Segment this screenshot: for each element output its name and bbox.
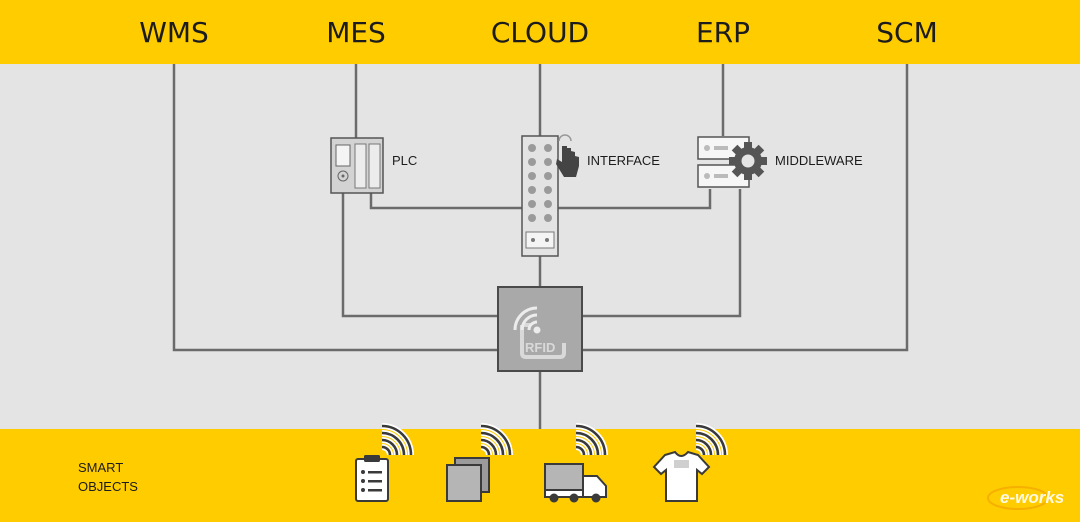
interface-middleware-link [558,189,712,210]
interface-device: INTERFACE [521,134,660,257]
smart-objects-label-line1: SMART [78,460,123,475]
clipboard-icon [355,426,411,502]
box-icon [446,426,510,502]
middleware-device: MIDDLEWARE [697,136,863,188]
middleware-rfid-link [582,189,742,318]
system-label-wms: WMS [139,16,209,49]
smart-objects-label-line2: OBJECTS [78,479,138,494]
gear-icon [729,142,767,180]
eworks-watermark-logo: e-works [987,486,1064,510]
rfid-label: RFID [525,340,555,355]
smart-objects-band [0,429,1080,522]
watermark-text: e-works [1000,488,1064,507]
interface-label: INTERFACE [587,153,660,168]
system-label-scm: SCM [876,16,937,49]
hand-pointer-icon [556,134,579,177]
wireless-signal-icon [513,306,541,334]
truck-icon [544,426,606,503]
tshirt-icon [652,426,725,502]
plc-label: PLC [392,153,417,168]
system-label-cloud: CLOUD [491,16,589,49]
connection-lines [172,64,909,429]
rfid-reader: RFID [497,286,583,372]
system-label-mes: MES [326,16,386,49]
scm-connector [582,64,909,352]
system-label-erp: ERP [696,16,750,49]
wms-connector [172,64,498,352]
plc-device: PLC [330,137,417,194]
middleware-label: MIDDLEWARE [775,153,863,168]
plc-rfid-link [341,193,498,318]
plc-interface-link [369,193,522,210]
systems-band [0,0,1080,64]
